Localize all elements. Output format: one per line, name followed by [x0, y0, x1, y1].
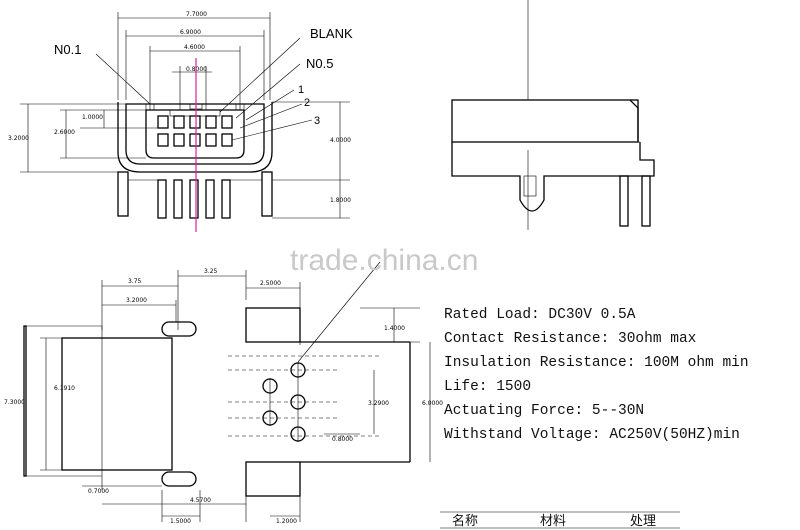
dim-right-full: 4.0000 [330, 137, 351, 144]
dim-1-5: 1.5000 [170, 518, 191, 525]
callout-blank: BLANK [310, 26, 353, 41]
dim-6-0: 6.0000 [422, 400, 443, 407]
dim-left-mid: 2.6000 [54, 129, 75, 136]
table-header-material: 材料 [540, 514, 566, 529]
material-table-header: 名称 材料 处理 [440, 511, 680, 529]
watermark: trade.china.cn [290, 244, 478, 277]
spec-contact-resistance: Contact Resistance: 30ohm max [444, 331, 697, 347]
dim-right-lower: 1.8000 [330, 197, 351, 204]
dim-3-75: 3.75 [128, 278, 142, 285]
dim-1-4: 1.4000 [384, 325, 405, 332]
front-view: 7.7000 6.9000 4.6000 0.8000 [8, 11, 353, 232]
dim-3-2: 3.2000 [126, 297, 147, 304]
dim-1-2: 1.2000 [276, 518, 297, 525]
dim-overall-width: 7.7000 [186, 11, 207, 18]
dim-3-25: 3.25 [204, 268, 218, 275]
spec-withstand-voltage: Withstand Voltage: AC250V(50HZ)min [444, 427, 740, 443]
spec-life: Life: 1500 [444, 379, 531, 395]
dim-inner-width: 6.9000 [180, 29, 201, 36]
dim-left-upper: 1.0000 [82, 114, 103, 121]
spec-list: Rated Load: DC30V 0.5A Contact Resistanc… [444, 307, 749, 443]
callout-1: 1 [298, 84, 304, 96]
callout-2: 2 [304, 97, 310, 109]
dim-0-7: 0.7000 [88, 488, 109, 495]
dim-left-full: 3.2000 [8, 135, 29, 142]
footprint-view: 3.75 3.25 2.5000 3.2000 7.3000 6.1910 [4, 261, 443, 525]
spec-actuating-force: Actuating Force: 5--30N [444, 403, 644, 419]
table-header-treatment: 处理 [630, 514, 656, 529]
table-header-name: 名称 [452, 513, 478, 529]
callout-no1: N0.1 [54, 42, 81, 57]
dim-4-57: 4.5700 [190, 497, 211, 504]
dim-2-5: 2.5000 [260, 280, 281, 287]
spec-insulation-resistance: Insulation Resistance: 100M ohm min [444, 355, 749, 371]
callout-no5: N0.5 [306, 56, 333, 71]
dim-0-8: 0.8000 [332, 436, 353, 443]
dim-3-29: 3.2900 [368, 400, 389, 407]
dim-pin-span: 4.6000 [184, 44, 205, 51]
callout-3: 3 [314, 115, 320, 127]
side-view [451, 0, 655, 230]
spec-rated-load: Rated Load: DC30V 0.5A [444, 307, 636, 323]
dim-6-19: 6.1910 [54, 385, 75, 392]
dim-7-3: 7.3000 [4, 399, 25, 406]
